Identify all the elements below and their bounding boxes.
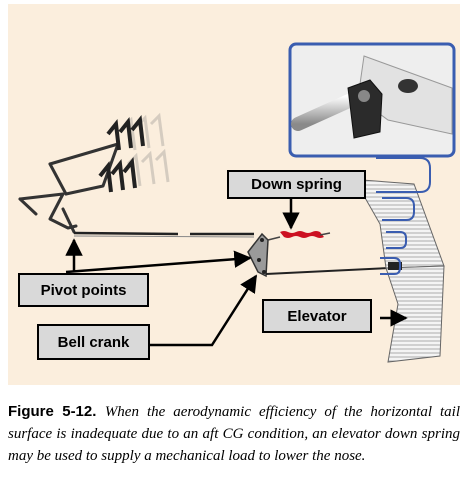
figure-panel: [8, 4, 460, 385]
figure-number: Figure 5-12.: [8, 403, 97, 420]
down-spring: [267, 231, 331, 241]
bell-crank-label: Bell crank: [37, 324, 150, 360]
bell-crank: [247, 232, 269, 278]
figure-caption: Figure 5-12. When the aerodynamic effici…: [8, 401, 460, 467]
upper-push-rod: [73, 231, 255, 238]
elevator-label: Elevator: [262, 299, 372, 333]
control-column-handles: [98, 115, 145, 193]
inset-detail: [288, 42, 456, 158]
pivot-points-label: Pivot points: [18, 273, 149, 307]
leader-arrows: [65, 199, 408, 347]
horizontal-tail: [361, 179, 445, 363]
lower-push-rod: [265, 267, 391, 275]
caption-text: When the aerodynamic efficiency of the h…: [8, 404, 460, 464]
down-spring-label: Down spring: [227, 170, 366, 199]
control-column: [18, 142, 120, 234]
hinge-callouts: [376, 157, 431, 275]
